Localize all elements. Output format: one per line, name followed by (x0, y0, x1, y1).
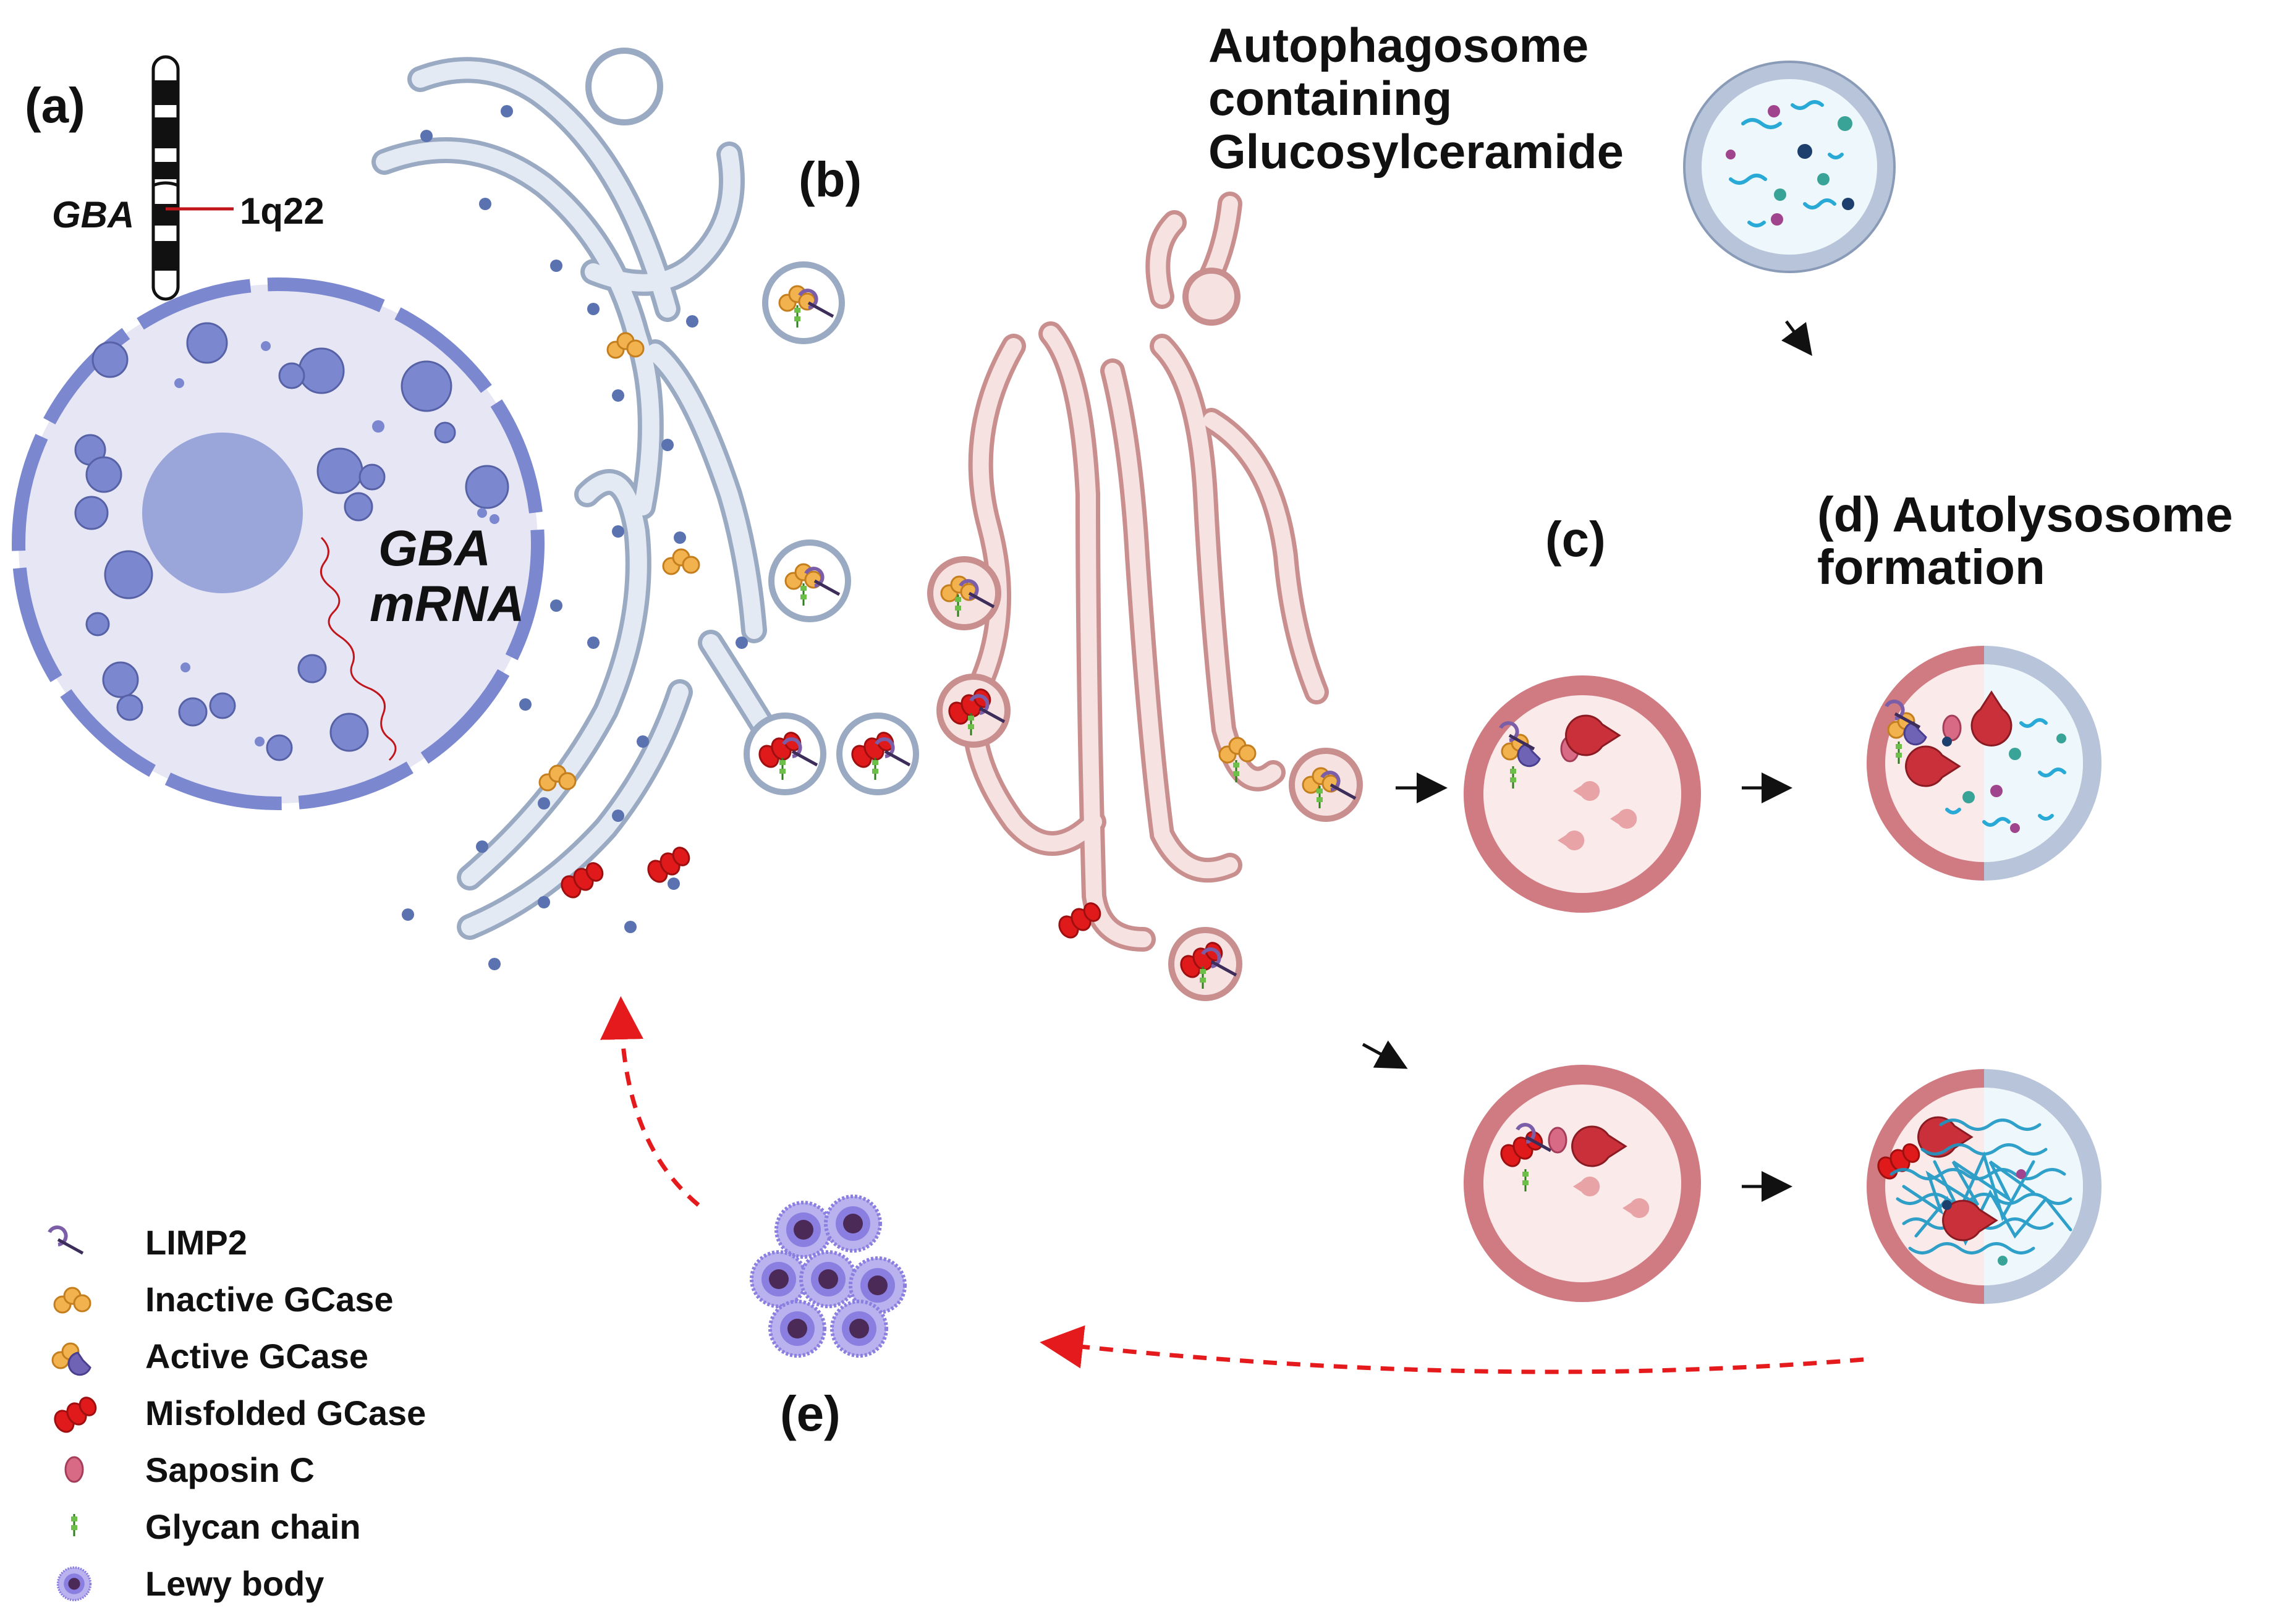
dashed-arrow-lewy-to-er (600, 996, 700, 1207)
arrow-golgi-to-lower-branch (1362, 1040, 1408, 1069)
lysosome-normal (1464, 675, 1701, 913)
label-e: (e) (780, 1386, 841, 1441)
golgi-vesicle-inactive (930, 559, 998, 627)
er-misfolded-gcase (643, 844, 693, 887)
legend: LIMP2 Inactive GCase Active GCase Misfol… (49, 1223, 426, 1603)
legend-item-label: Active GCase (145, 1337, 368, 1376)
saposin-c-icon (64, 1456, 84, 1483)
autophagosome (1683, 61, 1896, 273)
legend-item-label: Misfolded GCase (145, 1394, 426, 1432)
label-d-line2: formation (1817, 539, 2045, 594)
label-d-line1: (d) Autolysosome (1817, 487, 2233, 542)
legend-item-label: Lewy body (145, 1564, 324, 1603)
er-vesicle-misfolded (747, 716, 823, 792)
golgi-top-vesicle (1182, 268, 1241, 326)
gene-label: GBA (52, 194, 134, 235)
mrna-label-line1: GBA (378, 520, 491, 577)
legend-item-label: Glycan chain (145, 1507, 361, 1546)
autophagosome-label-line3: Glucosylceramide (1208, 124, 1624, 179)
lewy-body-cluster (752, 1196, 905, 1356)
locus-label: 1q22 (240, 190, 324, 232)
golgi-apparatus (962, 192, 1329, 952)
limp2-icon (49, 1227, 83, 1253)
legend-item-label: Inactive GCase (145, 1280, 394, 1319)
er-detached-vesicle (585, 48, 663, 125)
legend-item-label: LIMP2 (145, 1223, 247, 1262)
misfolded-gcase-icon (50, 1394, 100, 1437)
legend-item-label: Saposin C (145, 1450, 315, 1489)
autophagosome-label-line1: Autophagosome (1208, 18, 1588, 72)
autophagosome-label-line2: containing (1208, 71, 1452, 125)
mrna-label-line2: mRNA (370, 576, 525, 632)
lewy-body-icon (56, 1566, 92, 1602)
autolysosome-accumulated (1867, 1069, 2101, 1304)
lysosome-dysfunctional (1464, 1065, 1701, 1302)
glycan-chain-icon (70, 1513, 78, 1537)
golgi-exit-vesicle-misfolded (1171, 930, 1239, 998)
golgi-vesicle-misfolded (939, 677, 1007, 745)
autolysosome-normal (1867, 646, 2101, 881)
label-a: (a) (25, 78, 85, 133)
label-b: (b) (799, 152, 862, 207)
gba-mrna-strand (320, 536, 397, 761)
arrow-autophagosome-down (1781, 320, 1812, 356)
er-inactive-gcase (662, 548, 700, 575)
golgi-exit-vesicle-inactive (1292, 751, 1360, 819)
dashed-arrow-aggregate-to-lewy (1040, 1325, 1864, 1374)
nucleus (12, 277, 545, 810)
inactive-gcase-icon (53, 1287, 91, 1314)
chromosome (151, 55, 180, 301)
ribosomes (402, 105, 748, 970)
er-vesicle-inactive (771, 543, 848, 619)
golgi-misfolded-gcase (1054, 899, 1105, 942)
er-vesicle-misfolded (839, 716, 916, 792)
er-vesicle-inactive (765, 264, 842, 341)
label-c: (c) (1545, 512, 1606, 567)
active-gcase-icon (51, 1342, 91, 1376)
